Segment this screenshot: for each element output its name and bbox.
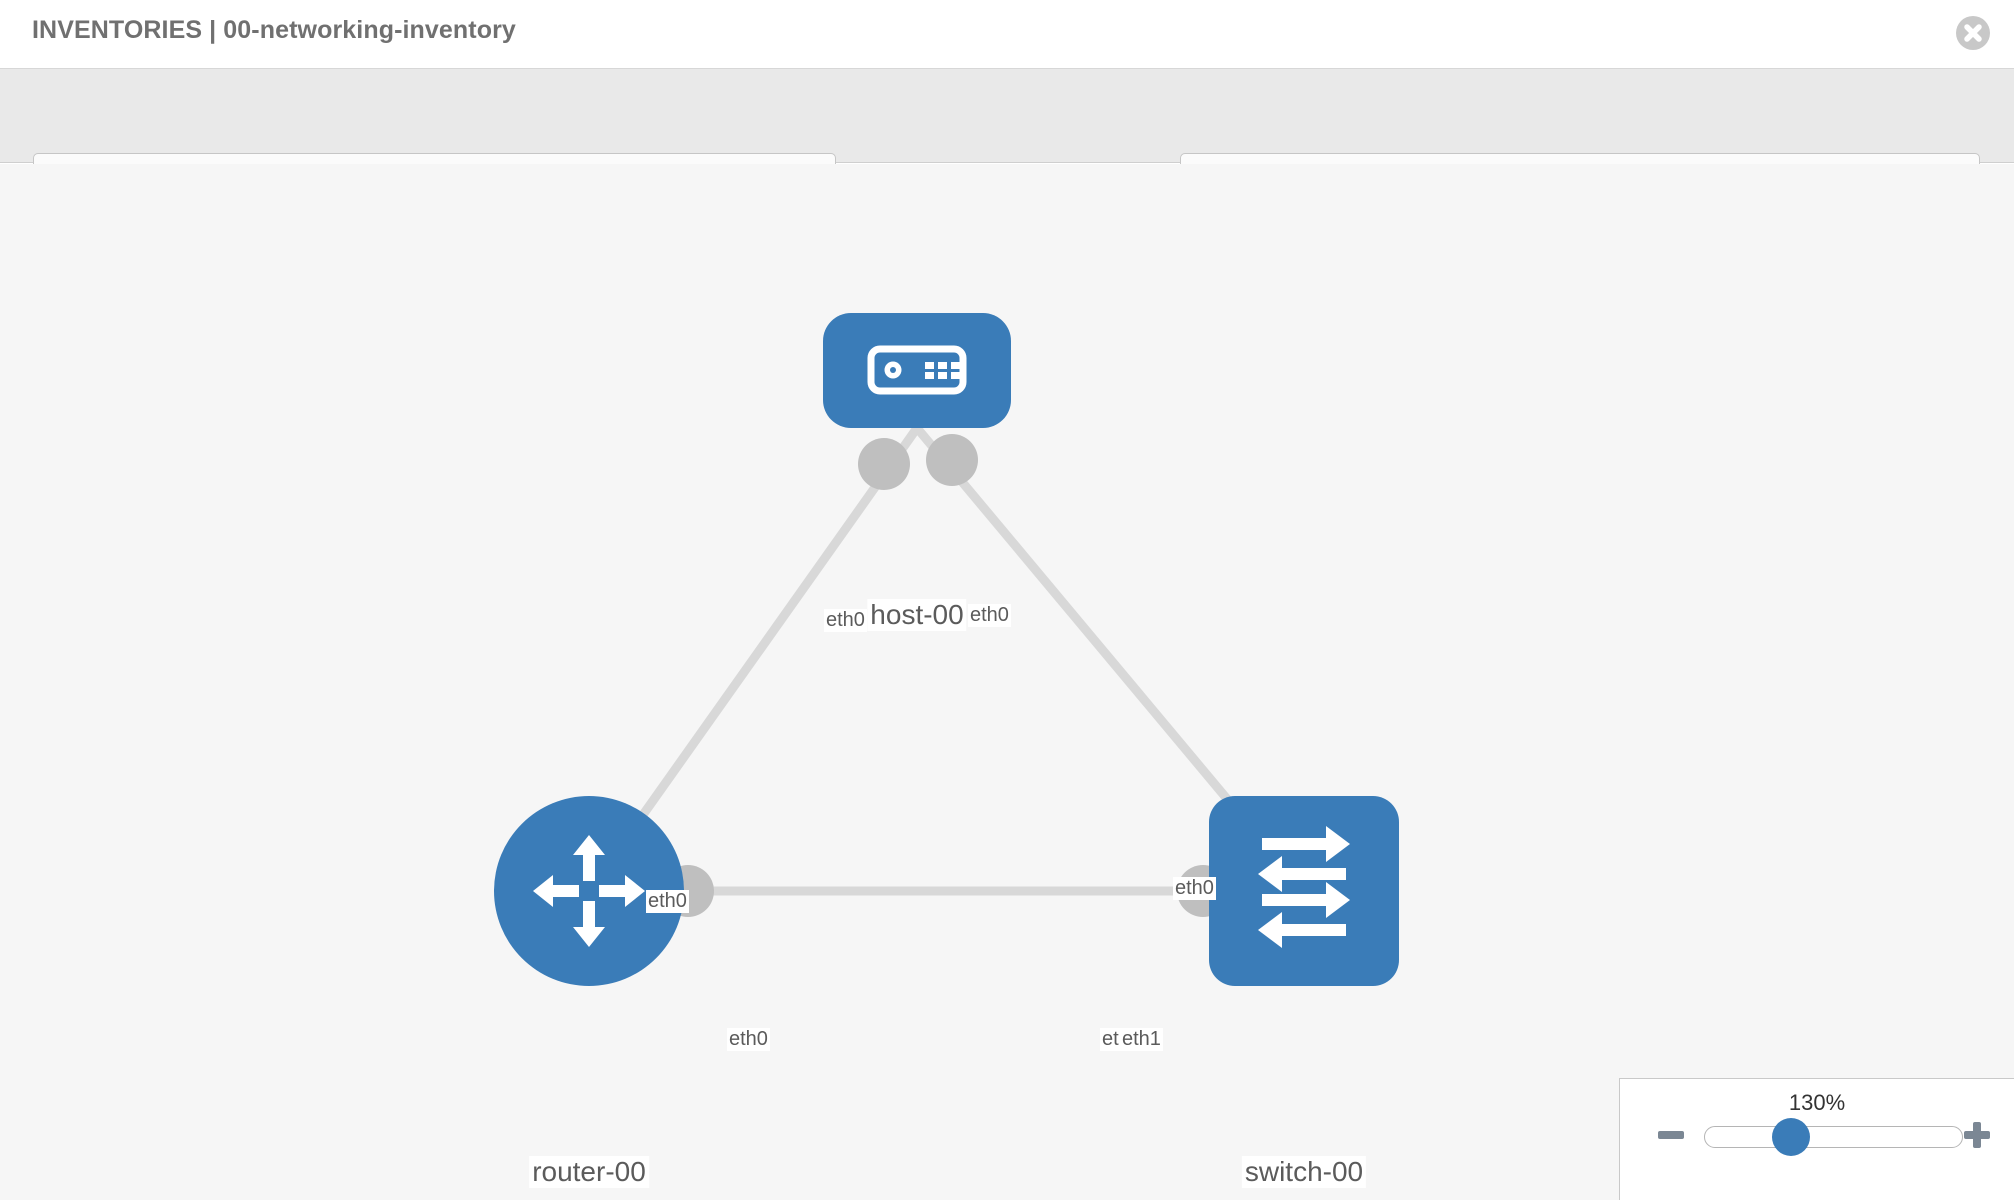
zoom-control: 130% — [1619, 1078, 2014, 1200]
interface-label: eth0 — [824, 609, 867, 632]
topology-canvas[interactable]: host-00 router-00 switch-00 eth0 eth0 et… — [0, 164, 2014, 1200]
zoom-slider-thumb[interactable] — [1772, 1118, 1810, 1156]
topology-connectors — [662, 434, 1264, 917]
close-icon[interactable] — [1956, 16, 1990, 50]
page-title: INVENTORIES | 00-networking-inventory — [32, 16, 516, 44]
minus-icon[interactable] — [1656, 1119, 1686, 1151]
connector-dot[interactable] — [926, 434, 978, 486]
interface-label: eth1 — [1120, 1028, 1163, 1051]
interface-label: eth0 — [968, 604, 1011, 627]
interface-label: eth0 — [1173, 877, 1216, 900]
topology-graph — [494, 313, 1399, 986]
toolbar: ACTIONS SEARCH — [0, 69, 2014, 208]
page-header: INVENTORIES | 00-networking-inventory — [0, 0, 2014, 69]
node-label-host: host-00 — [867, 599, 967, 631]
connector-dot[interactable] — [858, 438, 910, 490]
zoom-slider-track[interactable] — [1704, 1126, 1963, 1148]
plus-icon[interactable] — [1962, 1119, 1992, 1151]
interface-label: eth0 — [727, 1028, 770, 1051]
topology-edges — [585, 425, 1308, 896]
node-label-router: router-00 — [529, 1156, 649, 1188]
node-router-00[interactable] — [494, 796, 684, 986]
node-switch-00[interactable] — [1209, 796, 1399, 986]
zoom-level-value: 130% — [1788, 1090, 1846, 1115]
interface-label: eth0 — [646, 890, 689, 913]
node-host-00[interactable] — [823, 313, 1011, 428]
node-label-switch: switch-00 — [1241, 1156, 1367, 1188]
